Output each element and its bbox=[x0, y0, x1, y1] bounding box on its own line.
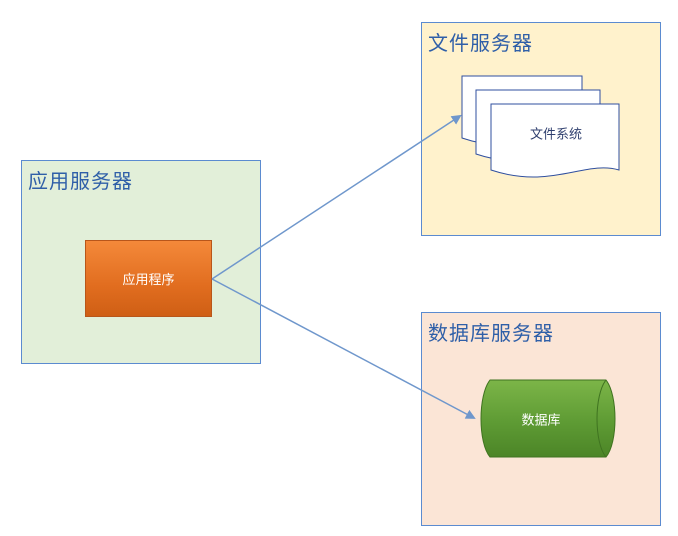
database-label: 数据库 bbox=[521, 413, 561, 429]
app-program-node[interactable]: 应用程序 bbox=[85, 240, 212, 317]
app-program-label: 应用程序 bbox=[122, 273, 175, 288]
file-server-title: 文件服务器 bbox=[428, 31, 533, 55]
file-system-label: 文件系统 bbox=[529, 127, 583, 143]
app-server-title: 应用服务器 bbox=[28, 169, 133, 193]
db-server-title: 数据库服务器 bbox=[428, 321, 554, 345]
